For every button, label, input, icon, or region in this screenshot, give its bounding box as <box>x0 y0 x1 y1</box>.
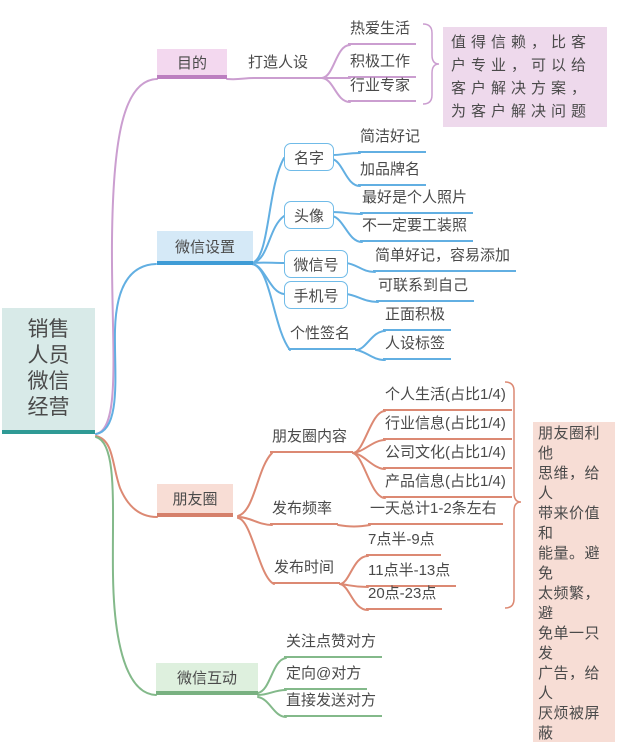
leaf-time-evening[interactable]: 20点-23点 <box>366 584 443 610</box>
leaf-positive-work[interactable]: 积极工作 <box>348 52 417 78</box>
topic-wechat-interaction[interactable]: 微信互动 <box>156 663 258 695</box>
node-persona[interactable]: 打造人设 <box>248 54 309 71</box>
node-phone[interactable]: 手机号 <box>284 281 348 309</box>
leaf-persona-tag[interactable]: 人设标签 <box>383 334 452 360</box>
leaf-time-morning[interactable]: 7点半-9点 <box>366 530 441 556</box>
moments-note[interactable]: 朋友圈利他 思维，给人 带来价值和 能量。避免 太频繁，避 免单一只发 广告，给… <box>533 422 615 742</box>
leaf-positive[interactable]: 正面积极 <box>383 305 452 331</box>
node-name[interactable]: 名字 <box>284 143 334 171</box>
leaf-company-culture[interactable]: 公司文化(占比1/4) <box>383 443 512 469</box>
topic-purpose[interactable]: 目的 <box>157 49 227 79</box>
leaf-short-memorable[interactable]: 简洁好记 <box>358 127 427 153</box>
leaf-industry-expert[interactable]: 行业专家 <box>348 76 417 102</box>
leaf-time-noon[interactable]: 11点半-13点 <box>366 561 457 587</box>
leaf-follow-like[interactable]: 关注点赞对方 <box>284 632 383 658</box>
leaf-industry-info[interactable]: 行业信息(占比1/4) <box>383 414 512 440</box>
topic-wechat-settings[interactable]: 微信设置 <box>157 231 253 265</box>
leaf-add-brand-name[interactable]: 加品牌名 <box>358 160 427 186</box>
leaf-targeted-mention[interactable]: 定向@对方 <box>284 664 368 690</box>
purpose-note[interactable]: 值得信赖，比客 户专业，可以给 客户解决方案， 为客户解决问题 <box>443 27 607 127</box>
purpose-branch-lines <box>95 44 351 435</box>
node-moments-content[interactable]: 朋友圈内容 <box>270 427 354 453</box>
moments-branch-lines <box>95 410 386 611</box>
leaf-1-2-per-day[interactable]: 一天总计1-2条左右 <box>368 499 503 525</box>
leaf-easy-to-add[interactable]: 简单好记，容易添加 <box>373 246 517 272</box>
leaf-personal-photo[interactable]: 最好是个人照片 <box>360 188 474 214</box>
node-signature[interactable]: 个性签名 <box>288 324 357 350</box>
leaf-product-info[interactable]: 产品信息(占比1/4) <box>383 472 512 498</box>
topic-moments[interactable]: 朋友圈 <box>157 484 233 517</box>
leaf-direct-message[interactable]: 直接发送对方 <box>284 691 383 717</box>
node-wechat-id[interactable]: 微信号 <box>284 250 348 278</box>
settings-branch-lines <box>95 152 386 435</box>
leaf-reachable[interactable]: 可联系到自己 <box>376 276 475 302</box>
node-post-frequency[interactable]: 发布频率 <box>270 499 339 525</box>
leaf-personal-life[interactable]: 个人生活(占比1/4) <box>383 385 512 411</box>
leaf-love-life[interactable]: 热爱生活 <box>348 19 417 45</box>
purpose-note-brace <box>422 23 440 105</box>
moments-note-brace <box>504 381 522 609</box>
node-avatar[interactable]: 头像 <box>284 201 334 229</box>
root-topic[interactable]: 销售 人员 微信 经营 <box>2 308 95 434</box>
node-post-time[interactable]: 发布时间 <box>272 558 341 584</box>
interaction-branch-lines <box>95 436 287 718</box>
leaf-no-uniform-photo[interactable]: 不一定要工装照 <box>360 216 474 242</box>
